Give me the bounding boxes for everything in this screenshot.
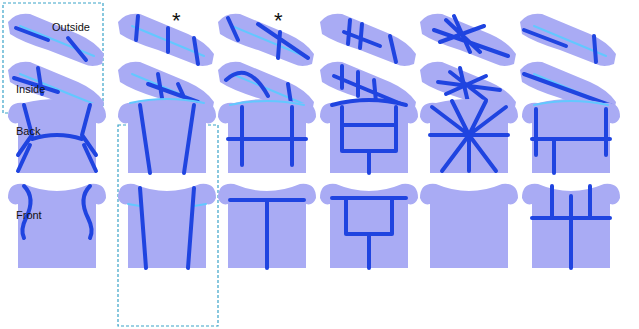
torso-mesh [218, 184, 316, 268]
view-label: Outside [52, 22, 90, 33]
arm-mesh [118, 14, 214, 66]
arm-mesh [320, 14, 416, 66]
view-label: Front [16, 210, 42, 221]
torso-mesh [420, 99, 518, 173]
view-label: Inside [16, 84, 45, 95]
torso-mesh [8, 184, 106, 268]
torso-mesh [118, 184, 216, 268]
arm-mesh [8, 14, 104, 66]
view-label: Back [16, 126, 40, 137]
torso-mesh [320, 99, 418, 173]
torso-mesh [218, 99, 316, 173]
torso-mesh [8, 99, 106, 173]
marker-label: * [274, 10, 283, 32]
torso-mesh [320, 184, 418, 268]
arm-mesh [420, 14, 516, 66]
dashed-frame [3, 3, 103, 113]
torso-mesh [522, 99, 620, 173]
marker-label: * [172, 10, 181, 32]
torso-mesh [420, 184, 518, 268]
torso-mesh [522, 184, 620, 268]
arm-mesh [520, 14, 616, 66]
arm-mesh [218, 14, 314, 66]
torso-mesh [118, 99, 216, 173]
